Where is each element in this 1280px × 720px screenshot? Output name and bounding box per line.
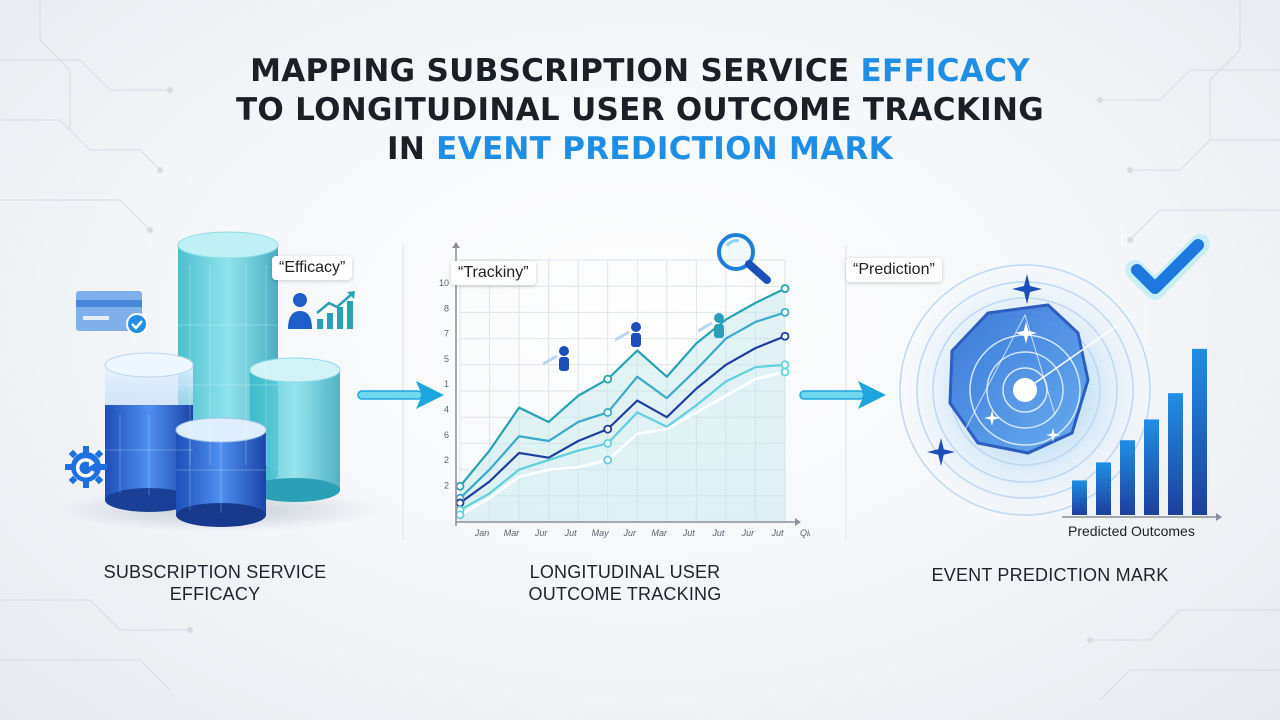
page-title: MAPPING SUBSCRIPTION SERVICE EFFICACY TO… [0,52,1280,169]
x-tick-label: Jut [770,528,784,538]
caption-event-prediction-mark: EVENT PREDICTION MARK [931,565,1169,585]
chart-y-ticks: 10 8 7 5 1 4 6 2 2 [439,278,449,490]
x-tick-label: Mar [652,528,669,538]
search-icon [717,233,771,284]
chart-series-lines [459,287,786,516]
bar [1168,393,1183,515]
sparkle-icon [927,438,955,466]
tracking-line-chart: 10 8 7 5 1 4 6 2 2 Jan Mar Jur Jut May Jur Mar Jut Jut Ju… [439,242,810,538]
x-tick-label: Jan [474,528,490,538]
y-axis-arrow [452,242,460,248]
bar [1072,480,1087,515]
credit-card-icon [76,291,148,335]
y-tick-label: 6 [444,430,449,440]
data-point [603,455,613,465]
y-tick-label: 5 [444,354,449,364]
y-tick-label: 10 [439,278,449,288]
chart-area-fill [460,288,785,522]
title-line-1: MAPPING SUBSCRIPTION SERVICE EFFICACY [250,53,1030,89]
data-point [603,438,613,448]
bar [1192,348,1207,515]
data-point [780,331,790,341]
checkmark-icon [1125,234,1210,300]
bar-series [1072,348,1207,515]
y-tick-label: 8 [444,303,449,313]
arrow-right-icon [357,381,444,409]
prediction-radar-illustration [899,264,1151,516]
series-line [459,287,786,487]
title-accent-efficacy: EFFICACY [860,53,1030,89]
data-point [780,284,790,293]
bar [1096,462,1111,515]
data-point [780,308,790,317]
y-tick-label: 7 [444,329,449,339]
x-tick-label: Jut [711,528,725,538]
refresh-gear-icon [65,446,107,488]
x-tick-label: Qin [800,528,810,538]
series-line [459,363,786,512]
y-tick-label: 2 [444,480,449,490]
sparkle-icon [1046,428,1060,442]
x-axis-arrow [795,518,801,526]
x-tick-label: Jut [682,528,696,538]
title-accent-event-prediction: EVENT PREDICTION MARK [436,131,893,167]
tracking-tag: “Trackiny” [451,261,536,285]
x-tick-label: Jur [534,528,549,538]
x-tick-label: Jur [622,528,637,538]
data-point [455,481,465,491]
x-tick-label: Jut [564,528,578,538]
data-point [780,360,790,370]
caption-subscription-efficacy: SUBSCRIPTION SERVICE EFFICACY [103,562,327,604]
title-line-3: IN EVENT PREDICTION MARK [387,131,893,167]
x-tick-label: Mar [504,528,521,538]
user-marker-icon [698,313,724,338]
y-tick-label: 4 [444,405,449,415]
user-growth-icon [288,291,355,329]
series-area [460,288,785,522]
data-point [603,424,613,434]
title-line-2: TO LONGITUDINAL USER OUTCOME TRACKING [235,92,1045,128]
data-point [603,374,613,384]
data-point [455,498,465,508]
y-tick-label: 2 [444,455,449,465]
database-cylinders-illustration [55,231,385,532]
sparkle-icon [984,410,1000,426]
arrow-right-icon [799,381,886,409]
data-point [603,408,613,417]
series-line [459,311,786,499]
data-point [780,367,790,377]
prediction-tag: “Prediction” [846,258,942,282]
user-marker-icon [543,346,569,371]
bar-chart-xlabel: Predicted Outcomes [1068,523,1195,539]
user-marker-icon [615,322,641,347]
series-line [459,370,786,516]
predicted-outcomes-bar-chart: Predicted Outcomes [1062,348,1222,539]
sparkle-icon [1012,274,1042,304]
chart-axes [452,242,801,526]
chart-x-ticks: Jan Mar Jur Jut May Jur Mar Jut Jut Jur Jut Qin [474,528,810,538]
data-point [455,510,465,520]
x-tick-label: Jur [741,528,756,538]
x-tick-label: May [592,528,610,538]
efficacy-tag: “Efficacy” [272,256,353,280]
bar [1120,440,1135,515]
bar [1144,419,1159,515]
y-tick-label: 1 [444,379,449,389]
series-line [459,335,786,504]
caption-longitudinal-tracking: LONGITUDINAL USER OUTCOME TRACKING [528,562,722,604]
sparkle-icon [1015,322,1037,344]
